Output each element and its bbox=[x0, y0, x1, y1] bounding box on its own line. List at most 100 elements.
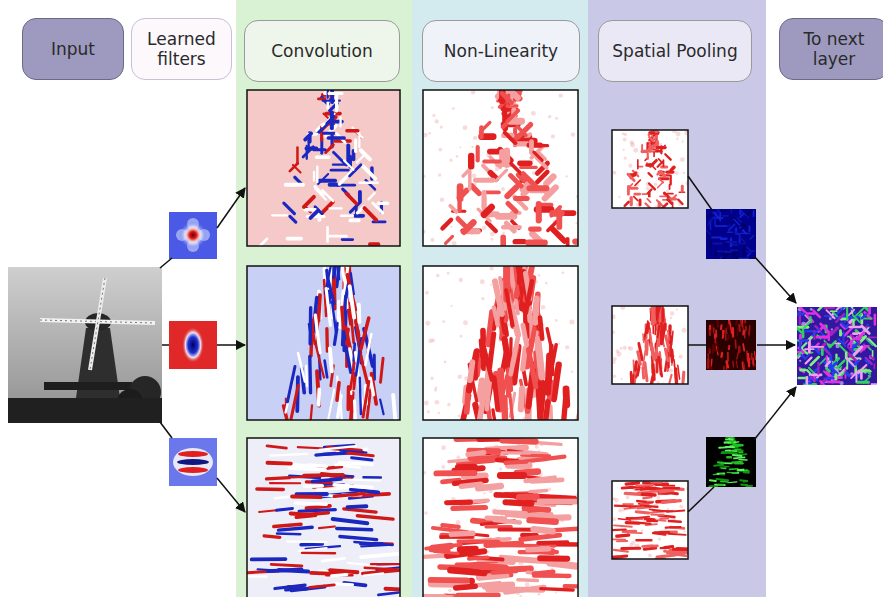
map-stroke bbox=[330, 235, 347, 238]
map-stroke bbox=[726, 437, 733, 439]
map-stroke bbox=[564, 395, 566, 419]
stage-label: Input bbox=[51, 39, 95, 59]
map-stroke bbox=[488, 586, 509, 592]
map-stroke bbox=[800, 339, 808, 341]
map-stroke bbox=[518, 125, 531, 138]
flow-arrow bbox=[754, 387, 796, 440]
map-stroke bbox=[671, 167, 674, 170]
map-stroke bbox=[337, 266, 340, 287]
map-stroke bbox=[512, 496, 540, 499]
map-stroke bbox=[284, 203, 295, 214]
map-stroke bbox=[475, 566, 505, 569]
map-stroke bbox=[485, 585, 512, 587]
map-stroke bbox=[753, 211, 755, 216]
map-speckle bbox=[490, 284, 492, 286]
map-stroke bbox=[726, 446, 735, 448]
map-speckle bbox=[555, 591, 557, 593]
map-stroke bbox=[339, 117, 341, 126]
map-stroke bbox=[524, 508, 548, 510]
map-stroke bbox=[270, 482, 300, 484]
map-stroke bbox=[279, 527, 313, 530]
map-stroke bbox=[667, 493, 677, 494]
map-stroke bbox=[668, 331, 669, 340]
map-stroke bbox=[720, 467, 726, 468]
map-stroke bbox=[328, 136, 344, 140]
map-stroke bbox=[534, 573, 569, 578]
map-speckle bbox=[633, 148, 638, 153]
map-speckle bbox=[613, 357, 617, 361]
map-stroke bbox=[617, 534, 629, 538]
map-speckle bbox=[612, 171, 616, 175]
map-stroke bbox=[303, 147, 313, 157]
map-stroke bbox=[726, 361, 728, 370]
channel-map bbox=[706, 209, 756, 259]
map-stroke bbox=[678, 365, 680, 379]
map-stroke bbox=[342, 307, 344, 328]
pooling-map bbox=[612, 306, 688, 384]
map-stroke bbox=[482, 193, 487, 209]
map-stroke bbox=[326, 289, 330, 326]
map-stroke bbox=[868, 339, 876, 347]
map-speckle bbox=[525, 582, 530, 587]
channel-map bbox=[706, 437, 756, 487]
map-stroke bbox=[515, 239, 524, 244]
map-stroke bbox=[540, 499, 576, 505]
map-stroke bbox=[435, 552, 458, 554]
map-stroke bbox=[738, 325, 741, 331]
map-stroke bbox=[807, 312, 815, 315]
map-stroke bbox=[670, 352, 674, 360]
nonlinearity-map bbox=[423, 438, 578, 597]
map-stroke bbox=[710, 479, 716, 482]
map-stroke bbox=[715, 225, 725, 227]
map-speckle bbox=[456, 155, 459, 158]
map-stroke bbox=[385, 589, 400, 590]
map-stroke bbox=[852, 319, 854, 326]
map-stroke bbox=[746, 215, 749, 218]
map-stroke bbox=[730, 437, 733, 439]
map-stroke bbox=[493, 410, 496, 420]
map-stroke bbox=[635, 193, 640, 196]
map-stroke bbox=[264, 536, 280, 538]
stage-label-box: Non-Linearity bbox=[422, 20, 580, 82]
map-stroke bbox=[806, 377, 808, 385]
map-stroke bbox=[673, 548, 686, 551]
map-stroke bbox=[716, 222, 718, 224]
map-stroke bbox=[342, 238, 352, 241]
map-stroke bbox=[657, 200, 663, 206]
map-stroke bbox=[738, 469, 743, 472]
map-stroke bbox=[308, 308, 312, 344]
map-stroke bbox=[721, 481, 728, 483]
map-stroke bbox=[378, 592, 398, 594]
map-stroke bbox=[436, 470, 474, 476]
map-stroke bbox=[344, 161, 353, 170]
map-stroke bbox=[732, 361, 734, 367]
map-stroke bbox=[497, 308, 499, 324]
map-stroke bbox=[855, 360, 859, 364]
map-stroke bbox=[507, 111, 518, 122]
map-stroke bbox=[726, 438, 734, 441]
map-stroke bbox=[805, 348, 813, 350]
map-stroke bbox=[808, 340, 811, 352]
map-stroke bbox=[674, 360, 676, 379]
map-stroke bbox=[708, 221, 713, 226]
map-stroke bbox=[325, 361, 328, 378]
map-speckle bbox=[430, 376, 433, 379]
map-stroke bbox=[663, 485, 675, 487]
flow-line bbox=[688, 487, 714, 512]
convolution-map bbox=[247, 266, 400, 420]
map-stroke bbox=[334, 494, 364, 497]
map-stroke bbox=[729, 224, 735, 230]
filter-one bbox=[169, 212, 217, 259]
map-ground bbox=[247, 90, 400, 246]
map-stroke bbox=[830, 310, 836, 312]
map-speckle bbox=[441, 445, 446, 450]
map-speckle bbox=[452, 241, 457, 246]
map-speckle bbox=[613, 375, 616, 378]
map-stroke bbox=[464, 222, 473, 231]
map-stroke bbox=[720, 474, 725, 476]
map-stroke bbox=[344, 509, 376, 512]
map-stroke bbox=[271, 564, 302, 566]
map-stroke bbox=[380, 400, 383, 415]
map-stroke bbox=[328, 389, 335, 420]
